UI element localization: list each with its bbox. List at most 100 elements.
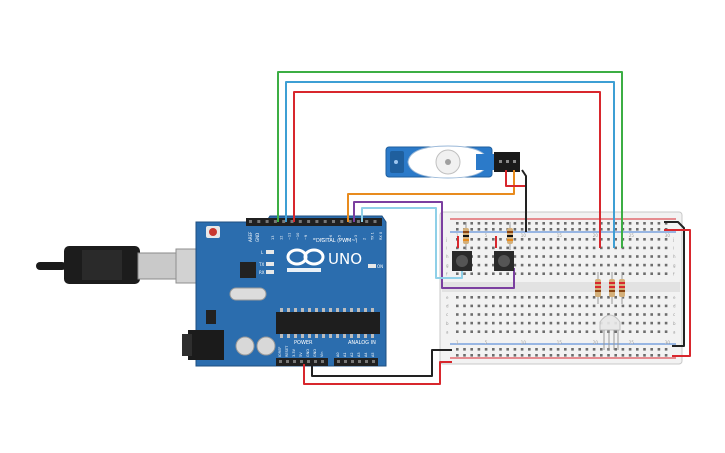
breadboard-hole — [484, 272, 488, 275]
breadboard-hole — [463, 321, 466, 325]
breadboard-hole — [456, 354, 459, 357]
breadboard-hole — [643, 222, 646, 225]
breadboard-hole — [535, 348, 538, 351]
header-hole — [314, 360, 317, 363]
breadboard-hole — [664, 321, 668, 325]
wire-5v-red — [303, 361, 452, 385]
row-letter: f — [446, 271, 448, 276]
breadboard-hole — [556, 246, 560, 250]
breadboard-hole — [614, 330, 617, 333]
digital-pin-label: ~9 — [304, 235, 308, 240]
analog-pin-label: A1 — [343, 352, 347, 357]
breadboard-hole — [571, 304, 574, 308]
breadboard-hole — [614, 304, 617, 308]
breadboard-hole — [484, 263, 488, 267]
breadboard-hole — [506, 321, 509, 325]
row-letter: i — [446, 246, 447, 251]
breadboard-hole — [463, 222, 466, 225]
breadboard-hole — [513, 321, 517, 325]
wires — [277, 71, 691, 385]
analog-header — [334, 358, 378, 366]
breadboard-hole — [650, 348, 653, 351]
header-hole — [307, 360, 310, 363]
breadboard-hole — [556, 263, 560, 267]
breadboard-hole — [549, 238, 553, 241]
analog-pin-label: A4 — [364, 352, 368, 357]
wire-gnd-black — [311, 349, 452, 377]
breadboard-hole — [506, 330, 509, 333]
breadboard-hole — [628, 228, 632, 231]
breadboard-hole — [484, 321, 488, 325]
breadboard-hole — [477, 228, 481, 231]
rx-led — [266, 270, 274, 274]
breadboard-hole — [578, 238, 581, 241]
servo-motor — [385, 145, 520, 179]
breadboard-hole — [556, 272, 560, 275]
breadboard-hole — [657, 296, 661, 299]
resistor-5 — [619, 272, 625, 304]
breadboard-hole — [628, 246, 632, 250]
breadboard-hole — [549, 304, 553, 308]
breadboard-hole — [592, 348, 596, 351]
breadboard-hole — [614, 354, 617, 357]
breadboard-hole — [513, 313, 517, 316]
chip-pin — [287, 308, 290, 312]
breadboard-hole — [520, 354, 524, 357]
breadboard-hole — [477, 263, 481, 267]
breadboard-hole — [456, 228, 459, 231]
breadboard-hole — [492, 304, 495, 308]
breadboard-hole — [477, 304, 481, 308]
breadboard-hole — [499, 354, 502, 357]
breadboard-hole — [643, 255, 646, 258]
crystal-oscillator — [229, 287, 267, 301]
header-hole — [298, 220, 302, 223]
row-letter: j — [672, 237, 674, 242]
breadboard-hole — [628, 296, 632, 299]
breadboard-hole — [556, 313, 560, 316]
breadboard-hole — [564, 354, 567, 357]
on-label: ON — [377, 264, 383, 269]
resistor-1-band-1 — [463, 231, 469, 233]
digital-pin-label: 8 — [313, 238, 317, 240]
breadboard-hole — [571, 246, 574, 250]
breadboard-hole — [592, 222, 596, 225]
breadboard-hole — [600, 296, 603, 299]
breadboard-hole — [664, 238, 668, 241]
breadboard-hole — [535, 330, 538, 333]
breadboard-hole — [628, 313, 632, 316]
breadboard-hole — [549, 272, 553, 275]
breadboard-hole — [477, 272, 481, 275]
column-number: 1 — [456, 340, 459, 345]
breadboard-hole — [470, 354, 473, 357]
chip-pin — [294, 334, 297, 338]
column-number: 25 — [629, 233, 635, 238]
breadboard-hole — [470, 272, 473, 275]
power-pin-label: RESET — [285, 345, 289, 357]
digital-pin-label: 12 — [279, 236, 283, 240]
breadboard-hole — [578, 330, 581, 333]
digital-pin-label: 4 — [346, 237, 350, 240]
column-number: 15 — [557, 233, 563, 238]
column-number: 20 — [593, 233, 599, 238]
row-letter: e — [673, 295, 676, 300]
breadboard-hole — [549, 263, 553, 267]
servo-connector-pin-2 — [506, 160, 509, 163]
digital-pin-label: RX 0 — [379, 232, 383, 240]
breadboard-hole — [600, 354, 603, 357]
breadboard-hole — [513, 255, 517, 258]
chip-pin — [357, 334, 360, 338]
breadboard-hole — [499, 348, 502, 351]
analog-pin-label: A3 — [357, 352, 361, 357]
l-label: L — [261, 250, 264, 255]
bottom-pin-holes — [279, 360, 375, 363]
breadboard-hole — [585, 348, 589, 351]
breadboard-hole — [657, 238, 661, 241]
breadboard-hole — [592, 354, 596, 357]
digital-header-label: DIGITAL (PWM~) — [316, 238, 358, 244]
header-hole — [323, 220, 327, 223]
resistor-3-band-3 — [595, 290, 601, 292]
breadboard-hole — [477, 313, 481, 316]
breadboard-hole — [484, 228, 488, 231]
